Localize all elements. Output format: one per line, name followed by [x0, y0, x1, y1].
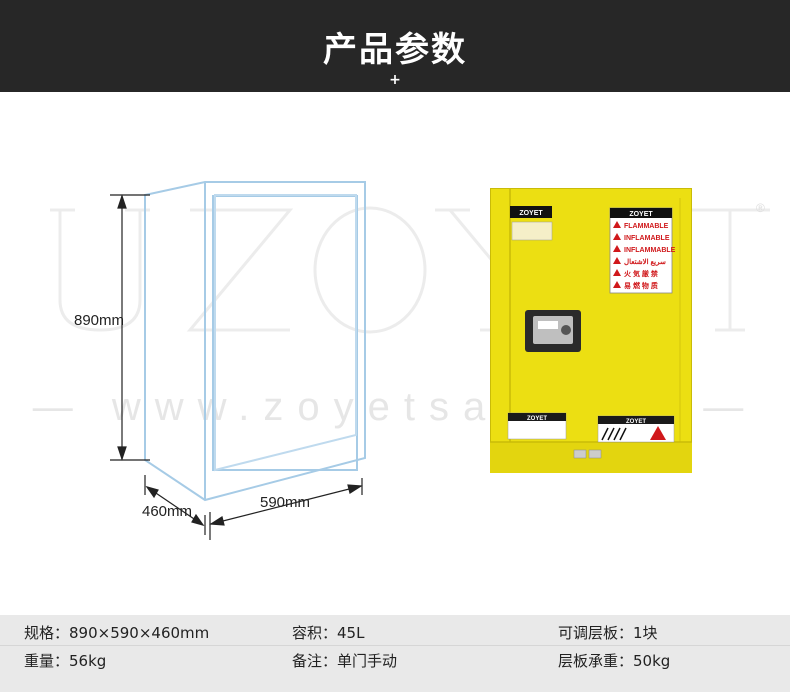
- spec-size: 规格：890×590×460mm: [24, 624, 210, 642]
- header-bar: 产品参数 +: [0, 0, 790, 92]
- spec-weight: 重量：56kg: [24, 652, 107, 670]
- spec-volume: 容积：45L: [292, 624, 365, 642]
- height-label: 890mm: [74, 312, 125, 329]
- warning-text-4: سريع الاشتعال: [624, 258, 666, 266]
- plus-icon: +: [389, 72, 401, 88]
- specs-row: 重量：56kg 备注：单门手动 层板承重：50kg: [0, 646, 790, 674]
- spec-shelf-load: 层板承重：50kg: [558, 652, 671, 670]
- warning-text-3: INFLAMMABLE: [624, 247, 676, 254]
- page-title: 产品参数: [323, 30, 467, 70]
- spec-remark: 备注：单门手动: [292, 652, 398, 670]
- width-label: 590mm: [260, 494, 311, 511]
- warning-text-5: 火 気 厳 禁: [624, 269, 658, 278]
- brand-label-1: ZOYET: [519, 210, 543, 217]
- specs-divider: [0, 645, 790, 646]
- cabinet-outline: [144, 181, 366, 502]
- registered-mark: ®: [756, 201, 765, 215]
- spec-adjustable-shelves: 可调层板：1块: [558, 624, 658, 642]
- specs-table: 规格：890×590×460mm 容积：45L 可调层板：1块 重量：56kg …: [0, 615, 790, 692]
- brand-label-4: ZOYET: [626, 419, 646, 425]
- brand-label-3: ZOYET: [527, 416, 547, 422]
- warning-text-2: INFLAMABLE: [624, 235, 670, 242]
- brand-label-2: ZOYET: [629, 211, 653, 218]
- depth-label: 460mm: [142, 503, 193, 520]
- warning-text-1: FLAMMABLE: [624, 223, 669, 230]
- dimension-diagram: [110, 181, 366, 540]
- warning-text-6: 易 燃 物 质: [624, 281, 658, 290]
- specs-row: 规格：890×590×460mm 容积：45L 可调层板：1块: [0, 618, 790, 646]
- cabinet-product-image: ZOYET ZOYET FLAMMABLE INFLAMABLE INFLAMM…: [490, 188, 692, 473]
